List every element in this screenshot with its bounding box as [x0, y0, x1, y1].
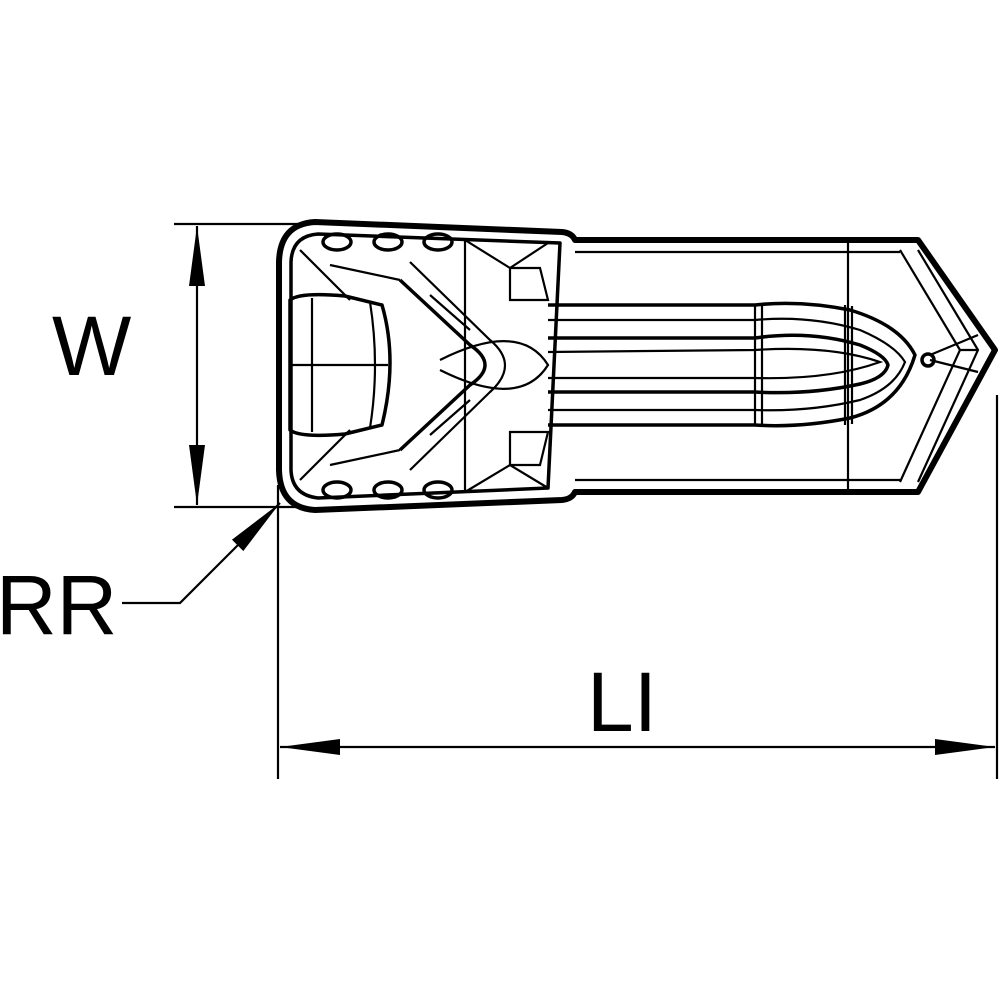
insert-body — [276, 219, 998, 513]
width-dimension: W — [52, 222, 302, 509]
width-label: W — [52, 299, 131, 393]
bolt-hole — [321, 232, 353, 252]
length-dimension: LI — [276, 395, 999, 779]
corner-radius-dimension: RR — [0, 502, 281, 652]
bolt-hole — [422, 232, 454, 252]
bolt-hole — [321, 480, 353, 500]
length-label: LI — [587, 655, 657, 749]
bolt-hole — [422, 480, 454, 500]
bolt-hole — [372, 232, 404, 252]
leader-line — [122, 502, 281, 605]
bolt-hole — [372, 480, 404, 500]
corner-radius-label: RR — [0, 558, 117, 652]
